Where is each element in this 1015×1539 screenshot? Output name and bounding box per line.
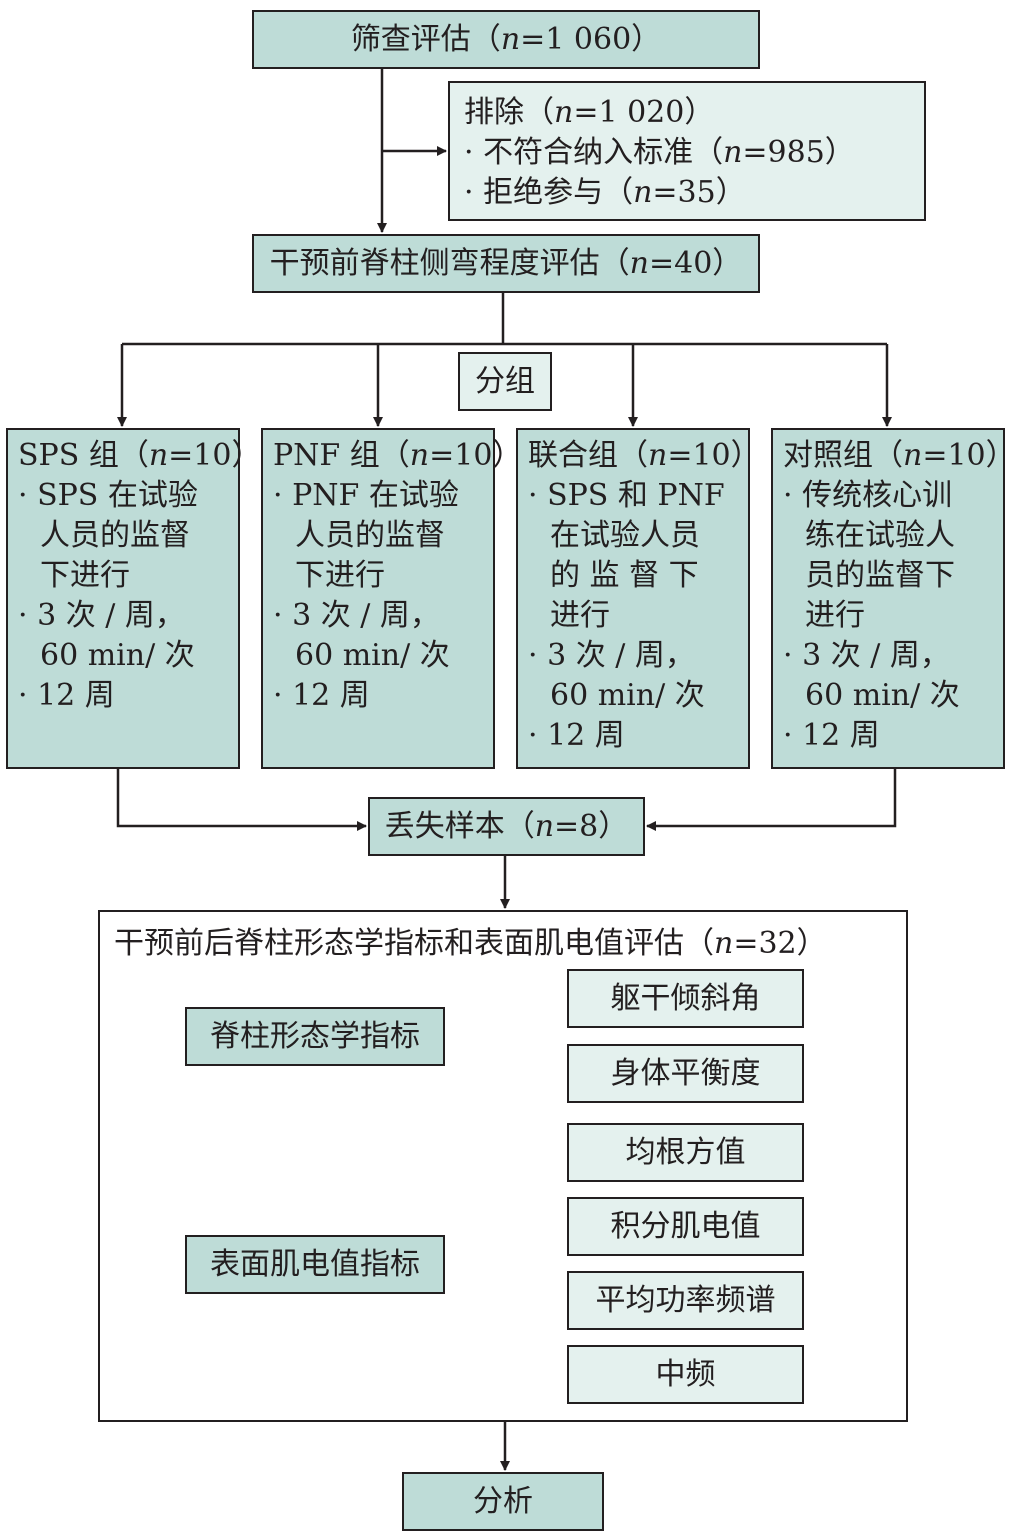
analysis-label: 分析 [473, 1483, 533, 1519]
evaluation-title: 干预前后脊柱形态学指标和表面肌电值评估（n=32） [114, 926, 827, 961]
group-line: · SPS 在试验 [18, 478, 198, 513]
emg-box: 表面肌电值指标 [185, 1235, 445, 1294]
group-line: · 传统核心训 [783, 478, 953, 513]
baseline-value: =40） [649, 245, 743, 281]
morphology-box: 脊柱形态学指标 [185, 1007, 445, 1066]
loss-n: n [534, 808, 555, 844]
group-box-control: 对照组（n=10） · 传统核心训 练在试验人 员的监督下 进行 · 3 次 /… [771, 428, 1015, 769]
exclusion-box: 排除（n=1 020） · 不符合纳入标准（n=985） · 拒绝参与（n=35… [448, 81, 926, 221]
rms-label: 均根方值 [625, 1134, 746, 1170]
group-line: · 3 次 / 周， [273, 598, 440, 633]
group-line: 人员的监督 [40, 518, 190, 553]
grouping-label: 分组 [475, 363, 535, 399]
group-title: 对照组（n=10） [783, 438, 1015, 473]
morphology-label: 脊柱形态学指标 [210, 1018, 420, 1054]
group-line: 下进行 [40, 558, 130, 593]
exclusion-item-refused: · 拒绝参与（n=35） [464, 175, 746, 210]
group-line: · SPS 和 PNF [528, 478, 725, 513]
group-box-sps: SPS 组（n=10） · SPS 在试验 人员的监督 下进行 · 3 次 / … [6, 428, 262, 769]
group-line: 练在试验人 [805, 518, 955, 553]
group-line: · 12 周 [18, 678, 115, 713]
group-line: 人员的监督 [295, 518, 445, 553]
group-line: 的 监 督 下 [550, 558, 699, 593]
screening-value: =1 060） [520, 21, 662, 57]
group-line: 60 min/ 次 [805, 678, 960, 713]
group-line: 进行 [550, 598, 610, 633]
grouping-box: 分组 [458, 352, 552, 411]
exclusion-title: 排除（n=1 020） [464, 95, 715, 130]
group-line: 在试验人员 [550, 518, 700, 553]
baseline-box: 干预前脊柱侧弯程度评估（n=40） [252, 234, 760, 293]
trunk-angle-label: 躯干倾斜角 [610, 980, 761, 1016]
exclusion-item-criteria: · 不符合纳入标准（n=985） [464, 135, 855, 170]
iemg-box: 积分肌电值 [567, 1197, 804, 1256]
baseline-n: n [629, 245, 649, 281]
group-line: · 3 次 / 周， [18, 598, 185, 633]
rms-box: 均根方值 [567, 1123, 804, 1182]
group-line: · 12 周 [273, 678, 370, 713]
group-line: 进行 [805, 598, 865, 633]
group-line: 60 min/ 次 [295, 638, 450, 673]
balance-box: 身体平衡度 [567, 1044, 804, 1103]
mf-box: 中频 [567, 1345, 804, 1404]
arrow-group4-to-loss [646, 769, 897, 831]
group-line: · PNF 在试验 [273, 478, 459, 513]
loss-value: =8） [554, 808, 629, 844]
trunk-angle-box: 躯干倾斜角 [567, 969, 804, 1028]
mpf-label: 平均功率频谱 [595, 1282, 776, 1318]
group-line: · 3 次 / 周， [528, 638, 695, 673]
mpf-box: 平均功率频谱 [567, 1271, 804, 1330]
group-line: 60 min/ 次 [40, 638, 195, 673]
group-title: 联合组（n=10） [528, 438, 761, 473]
screening-label: 筛查评估（ [350, 21, 501, 57]
balance-label: 身体平衡度 [610, 1055, 761, 1091]
group-line: · 12 周 [783, 718, 880, 753]
group-title: PNF 组（n=10） [273, 438, 523, 473]
baseline-label: 干预前脊柱侧弯程度评估（ [269, 245, 630, 281]
mf-label: 中频 [655, 1356, 716, 1392]
emg-label: 表面肌电值指标 [210, 1246, 420, 1282]
screening-box: 筛查评估（n=1 060） [252, 10, 760, 69]
arrow-group1-to-loss [116, 769, 367, 831]
analysis-box: 分析 [402, 1472, 604, 1531]
iemg-label: 积分肌电值 [610, 1208, 761, 1244]
group-title: SPS 组（n=10） [18, 438, 262, 473]
group-line: 员的监督下 [805, 558, 955, 593]
group-line: 60 min/ 次 [550, 678, 705, 713]
loss-label: 丢失样本（ [384, 808, 535, 844]
group-box-combined: 联合组（n=10） · SPS 和 PNF 在试验人员 的 监 督 下 进行 ·… [516, 428, 761, 769]
group-line: · 3 次 / 周， [783, 638, 950, 673]
screening-n: n [500, 21, 521, 57]
group-line: · 12 周 [528, 718, 625, 753]
group-box-pnf: PNF 组（n=10） · PNF 在试验 人员的监督 下进行 · 3 次 / … [261, 428, 523, 769]
group-line: 下进行 [295, 558, 385, 593]
loss-box: 丢失样本（n=8） [368, 797, 645, 856]
